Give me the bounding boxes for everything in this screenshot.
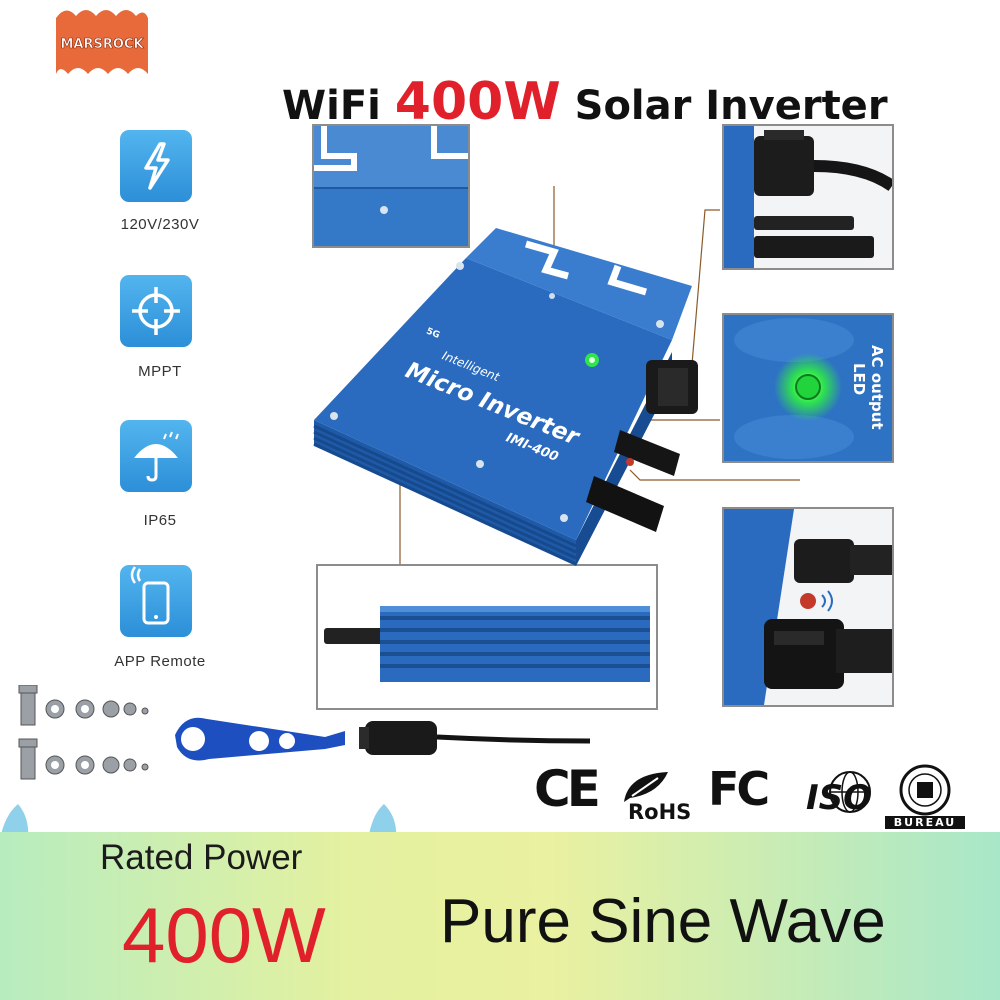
rohs-text: RoHS [628, 800, 692, 824]
feature-label: MPPT [138, 363, 182, 380]
water-drop-icon [0, 804, 29, 840]
headline-suffix: Solar Inverter [560, 83, 888, 129]
rated-power-label: Rated Power [100, 838, 303, 877]
lightning-icon [120, 130, 192, 202]
fc-mark: FC [708, 762, 770, 816]
product-small-text: 5G [425, 327, 441, 341]
rated-power-value: 400W [122, 891, 326, 979]
smartphone-wifi-icon [120, 565, 192, 637]
globe-icon [829, 771, 871, 813]
headline-prefix: WiFi [282, 83, 395, 129]
feature-label: IP65 [143, 512, 177, 529]
callout-dc-connectors [722, 507, 894, 707]
iso-text: ISO [806, 778, 873, 818]
umbrella-rain-icon [120, 420, 192, 492]
callout-ac-connector [722, 124, 894, 270]
leaf-icon [624, 772, 668, 802]
headline: WiFi 400W Solar Inverter [282, 72, 932, 132]
pure-sine-wave-text: Pure Sine Wave [440, 887, 886, 956]
callout-mounting [312, 124, 470, 248]
led-label-line2: LED [850, 363, 868, 395]
bureau-veritas-mark: BUREAU [885, 762, 965, 830]
bureau-seal-icon [899, 764, 951, 816]
bottom-banner [0, 832, 1000, 1000]
headline-wattage: 400W [394, 72, 561, 132]
iso-mark: ISO [802, 764, 872, 820]
rohs-mark: RoHS [618, 768, 698, 824]
certification-logos: CE RoHS FC ISO BUREAU [530, 760, 975, 832]
water-drop-icon [368, 804, 397, 840]
led-label-line1: AC output [868, 345, 886, 430]
accessories-kit [15, 684, 635, 790]
feature-label: APP Remote [114, 653, 206, 670]
callout-heatsink [316, 564, 658, 710]
feature-label: 120V/230V [120, 216, 200, 233]
bureau-text: BUREAU [885, 816, 965, 829]
brand-logo: MARSROCK [52, 2, 152, 82]
ce-mark: CE [534, 760, 601, 818]
callout-ac-output-led: AC output LED [722, 313, 894, 463]
micro-inverter-product: 5G Intelligent Micro Inverter IMI-400 [300, 200, 720, 570]
brand-logo-text: MARSROCK [60, 37, 144, 52]
target-crosshair-icon [120, 275, 192, 347]
